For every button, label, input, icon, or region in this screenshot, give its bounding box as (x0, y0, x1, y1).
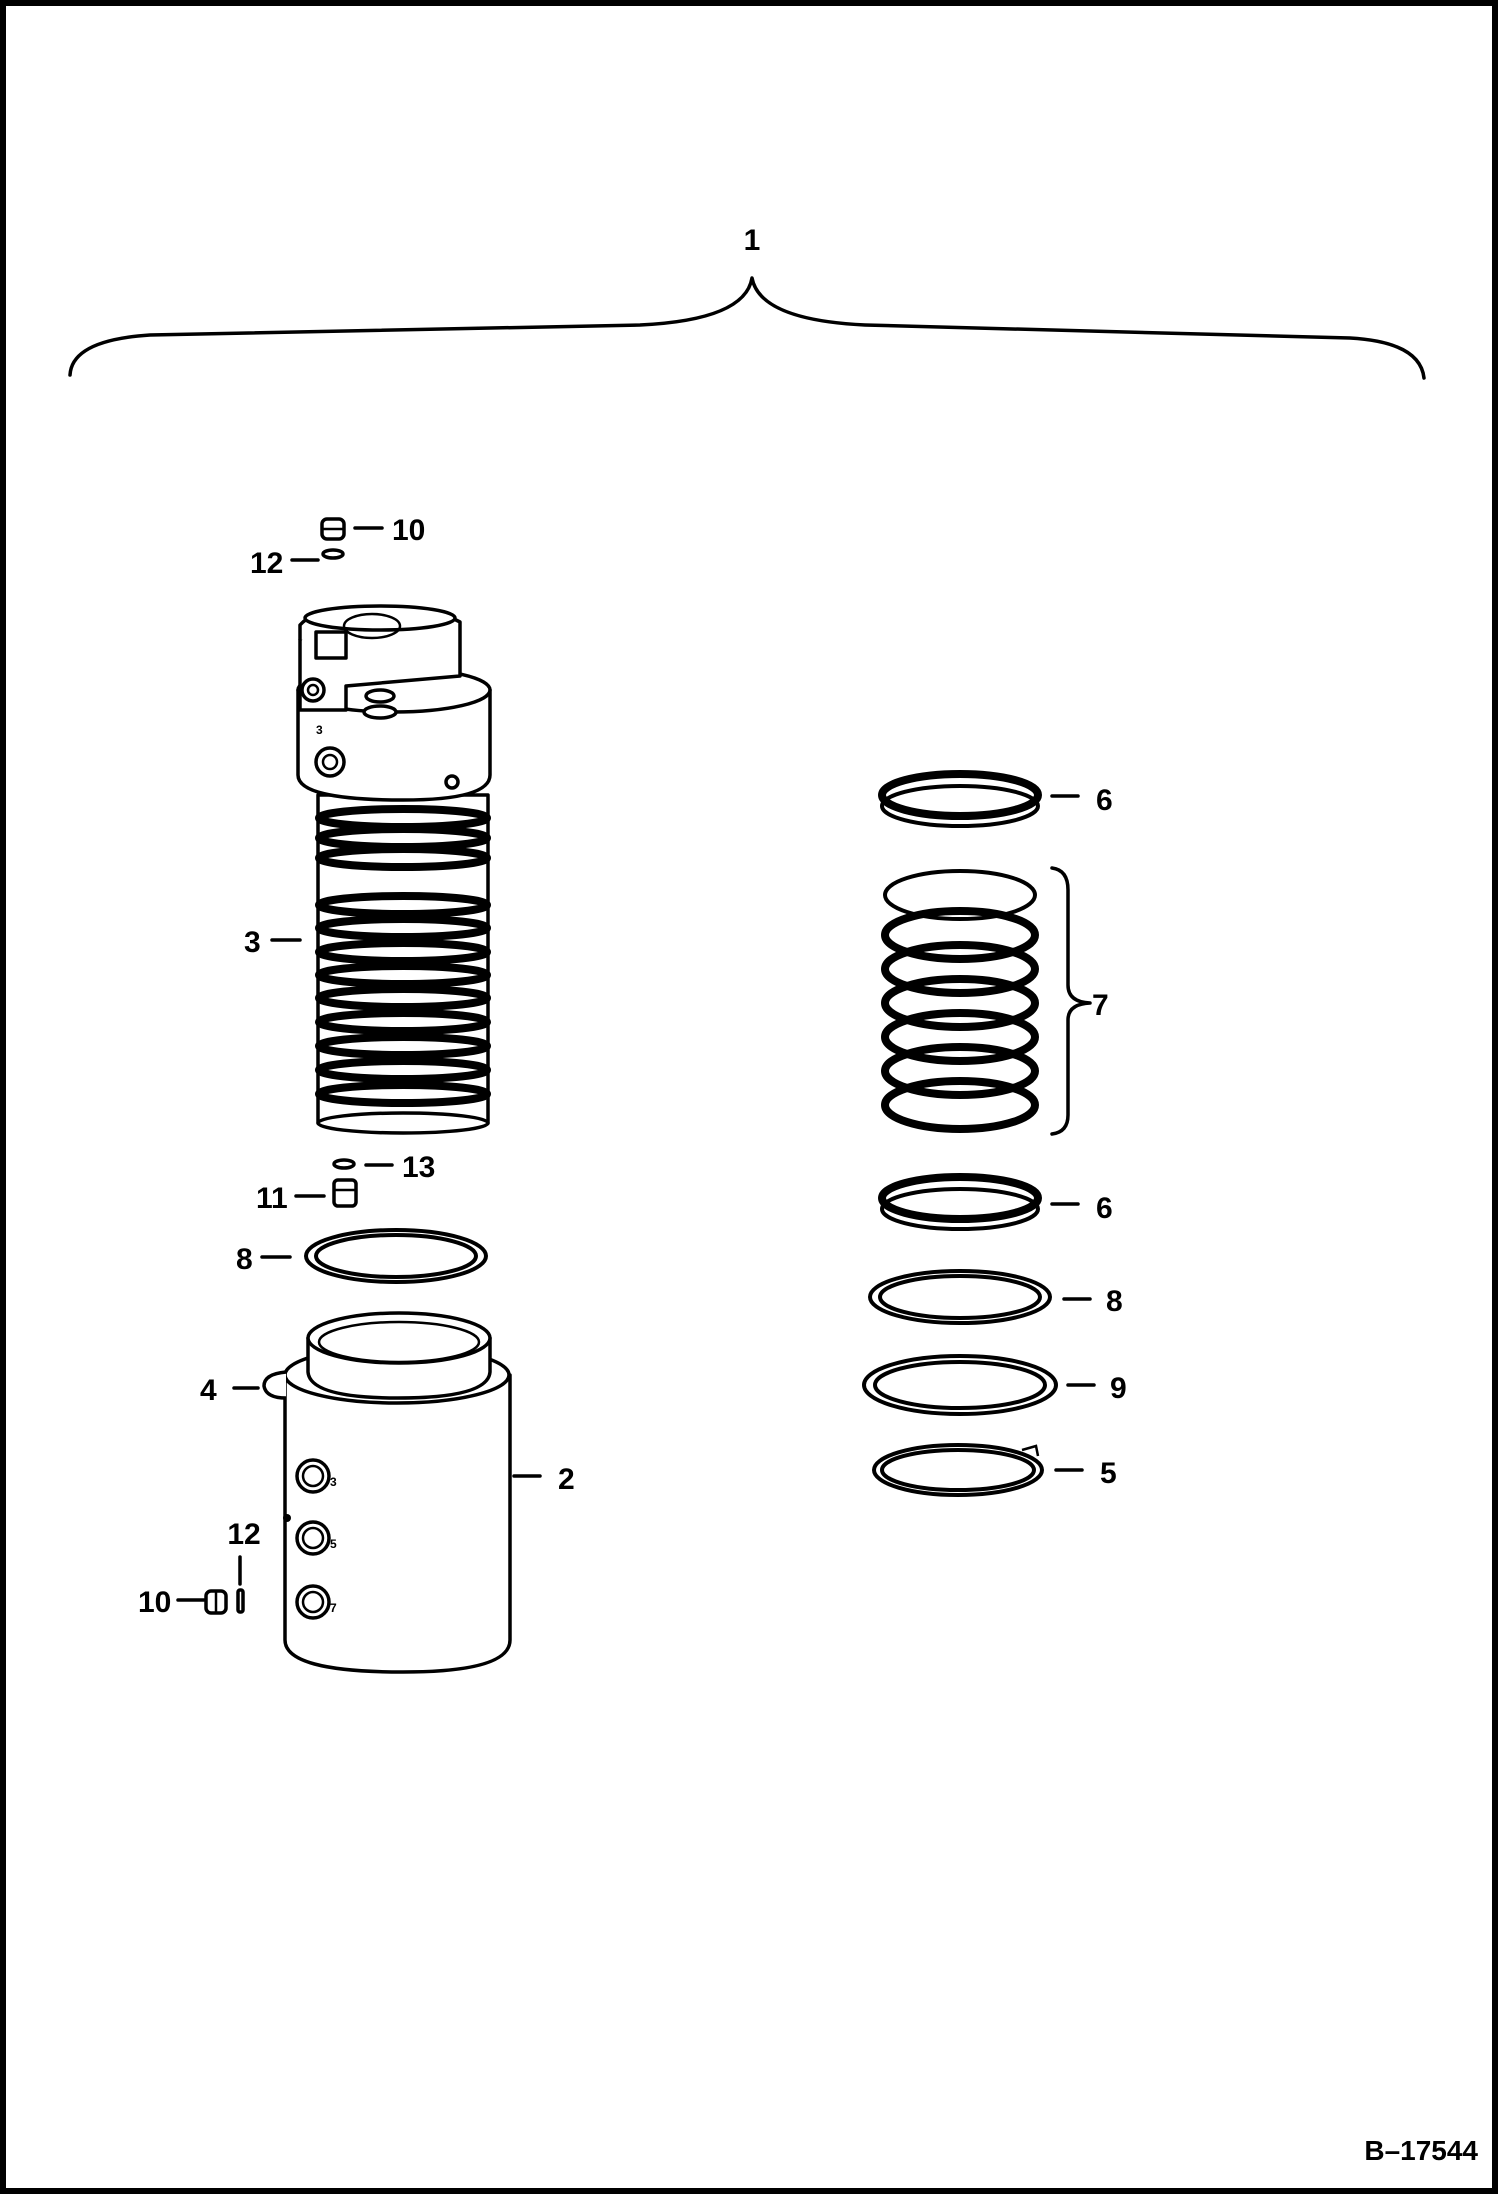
brace-7 (1050, 866, 1092, 1136)
callout-4: 4 (200, 1374, 217, 1407)
callout-6-top: 6 (1096, 784, 1113, 817)
rings-7 (881, 869, 1039, 1133)
pin-4 (262, 1370, 287, 1400)
plug-11 (332, 1178, 358, 1208)
housing-2: 3 5 7 (283, 1311, 512, 1674)
callout-2: 2 (558, 1463, 575, 1496)
callout-7: 7 (1092, 989, 1109, 1022)
plug-10-bottom (204, 1589, 228, 1615)
callout-10-top: 10 (392, 514, 425, 547)
callout-13: 13 (402, 1151, 435, 1184)
callout-12-top: 12 (250, 547, 283, 580)
seal-6-top (878, 770, 1042, 820)
callout-8-left: 8 (236, 1243, 253, 1276)
snap-ring-5 (872, 1443, 1044, 1497)
callout-8-right: 8 (1106, 1285, 1123, 1318)
callout-6-bottom: 6 (1096, 1192, 1113, 1225)
washer-12-bottom (236, 1588, 245, 1614)
callout-5: 5 (1100, 1457, 1117, 1490)
ring-8-right (868, 1269, 1052, 1325)
callout-11: 11 (256, 1182, 288, 1215)
plug-10-top (320, 517, 346, 541)
washer-12-top (321, 548, 345, 560)
ring-9 (862, 1354, 1058, 1416)
washer-13 (332, 1158, 356, 1170)
port-mark-top: 3 (316, 723, 323, 737)
port-mark-7: 7 (330, 1601, 337, 1615)
assembly-brace (68, 276, 1426, 380)
reference-number: B–17544 (1364, 2135, 1478, 2166)
seal-6-bottom (878, 1173, 1042, 1223)
ring-8-left (304, 1228, 488, 1284)
callout-10-bottom: 10 (138, 1586, 171, 1619)
port-mark-3: 3 (330, 1475, 337, 1489)
spool-3: 3 (296, 604, 492, 1135)
callout-12-bottom: 12 (227, 1518, 260, 1551)
callout-3: 3 (244, 926, 261, 959)
callout-9: 9 (1110, 1372, 1127, 1405)
callout-1: 1 (744, 224, 761, 257)
port-mark-5: 5 (330, 1537, 337, 1551)
